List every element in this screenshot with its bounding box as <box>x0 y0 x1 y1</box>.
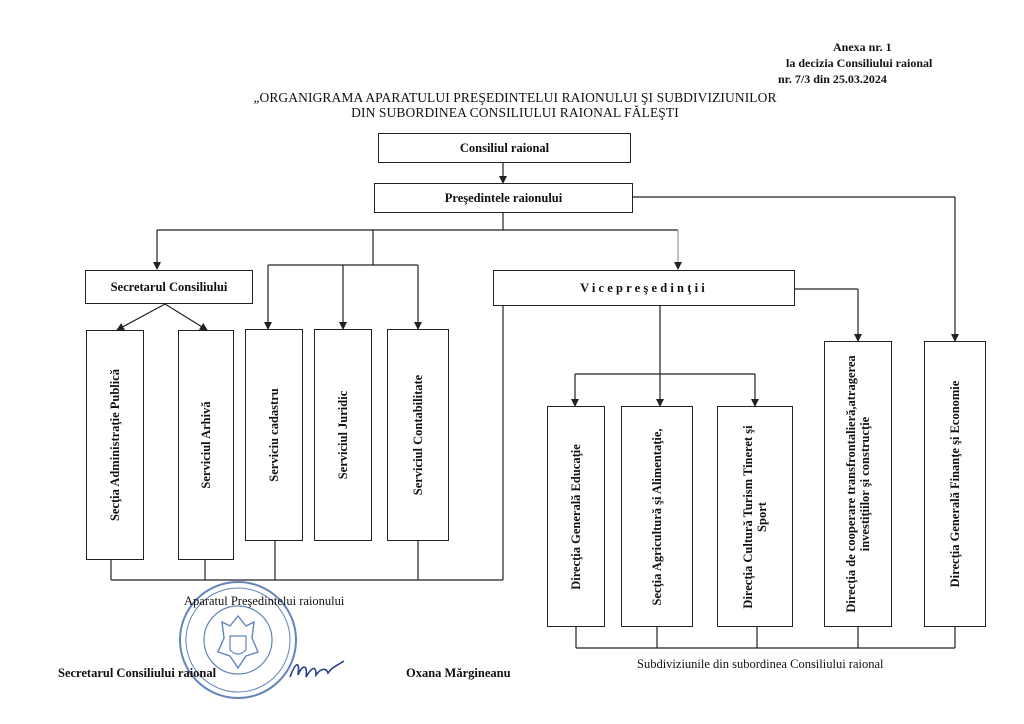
unit-directia-generala-educatie: Direcţia Generală Educaţie <box>547 406 605 627</box>
box-consiliul-raional: Consiliul raional <box>378 133 631 163</box>
box-secretarul-consiliului-label: Secretarul Consiliului <box>110 279 228 294</box>
unit-label: Secţia Agricultură şi Alimentaţie, <box>650 427 664 606</box>
box-consiliul-raional-label: Consiliul raional <box>459 140 550 155</box>
box-vicepresedintii-label: Vicepreşedinţii <box>580 280 708 295</box>
footer-role: Secretarul Consiliului raional <box>58 666 217 680</box>
unit-serviciul-contabilitate: Serviciul Contabilitate <box>387 329 449 541</box>
label-subdiviziunile: Subdiviziunile din subordinea Consiliulu… <box>637 657 884 671</box>
unit-label: Serviciul Contabilitate <box>411 374 425 496</box>
chart-title-line-1: „ORGANIGRAMA APARATULUI PREŞEDINTELUI RA… <box>253 90 777 105</box>
box-presedintele-raionului-label: Preşedintele raionului <box>444 190 563 205</box>
unit-label: Direcţia Generală Educaţie <box>569 443 583 590</box>
official-seal-icon <box>179 581 297 699</box>
unit-label: Serviciu cadastru <box>267 388 281 482</box>
annex-number: Anexa nr. 1 <box>833 40 892 54</box>
unit-serviciu-cadastru: Serviciu cadastru <box>245 329 303 541</box>
label-aparatul-presedintelui: Aparatul Preşedintelui raionului <box>184 594 345 608</box>
unit-directia-cultura: Direcţia Cultură Turism Tineret şi Sport <box>717 406 793 627</box>
annex-date: nr. 7/3 din 25.03.2024 <box>778 72 887 86</box>
unit-label: Secţia Administraţie Publică <box>108 368 122 522</box>
unit-serviciul-juridic: Serviciul Juridic <box>314 329 372 541</box>
unit-directia-finante: Direcţia Generală Finanţe şi Economie <box>924 341 986 627</box>
unit-directia-cooperare: Direcţia de cooperare transfrontalieră,a… <box>824 341 892 627</box>
signature-icon <box>289 660 345 678</box>
unit-label: Serviciul Arhivă <box>199 401 213 489</box>
unit-sectia-administratie-publica: Secţia Administraţie Publică <box>86 330 144 560</box>
footer-name: Oxana Mărgineanu <box>406 666 511 680</box>
unit-label: Direcţia Generală Finanţe şi Economie <box>948 380 962 588</box>
unit-label: Direcţia de cooperare transfrontalieră,a… <box>844 355 872 613</box>
box-vicepresedintii: Vicepreşedinţii <box>493 270 795 306</box>
unit-label: Serviciul Juridic <box>336 390 350 480</box>
unit-serviciul-arhiva: Serviciul Arhivă <box>178 330 234 560</box>
unit-label: Direcţia Cultură Turism Tineret şi Sport <box>741 424 769 609</box>
unit-sectia-agricultura: Secţia Agricultură şi Alimentaţie, <box>621 406 693 627</box>
annex-decision: la decizia Consiliului raional <box>786 56 933 70</box>
box-secretarul-consiliului: Secretarul Consiliului <box>85 270 253 304</box>
chart-title-line-2: DIN SUBORDINEA CONSILIULUI RAIONAL FĂLEŞ… <box>351 105 679 120</box>
box-presedintele-raionului: Preşedintele raionului <box>374 183 633 213</box>
